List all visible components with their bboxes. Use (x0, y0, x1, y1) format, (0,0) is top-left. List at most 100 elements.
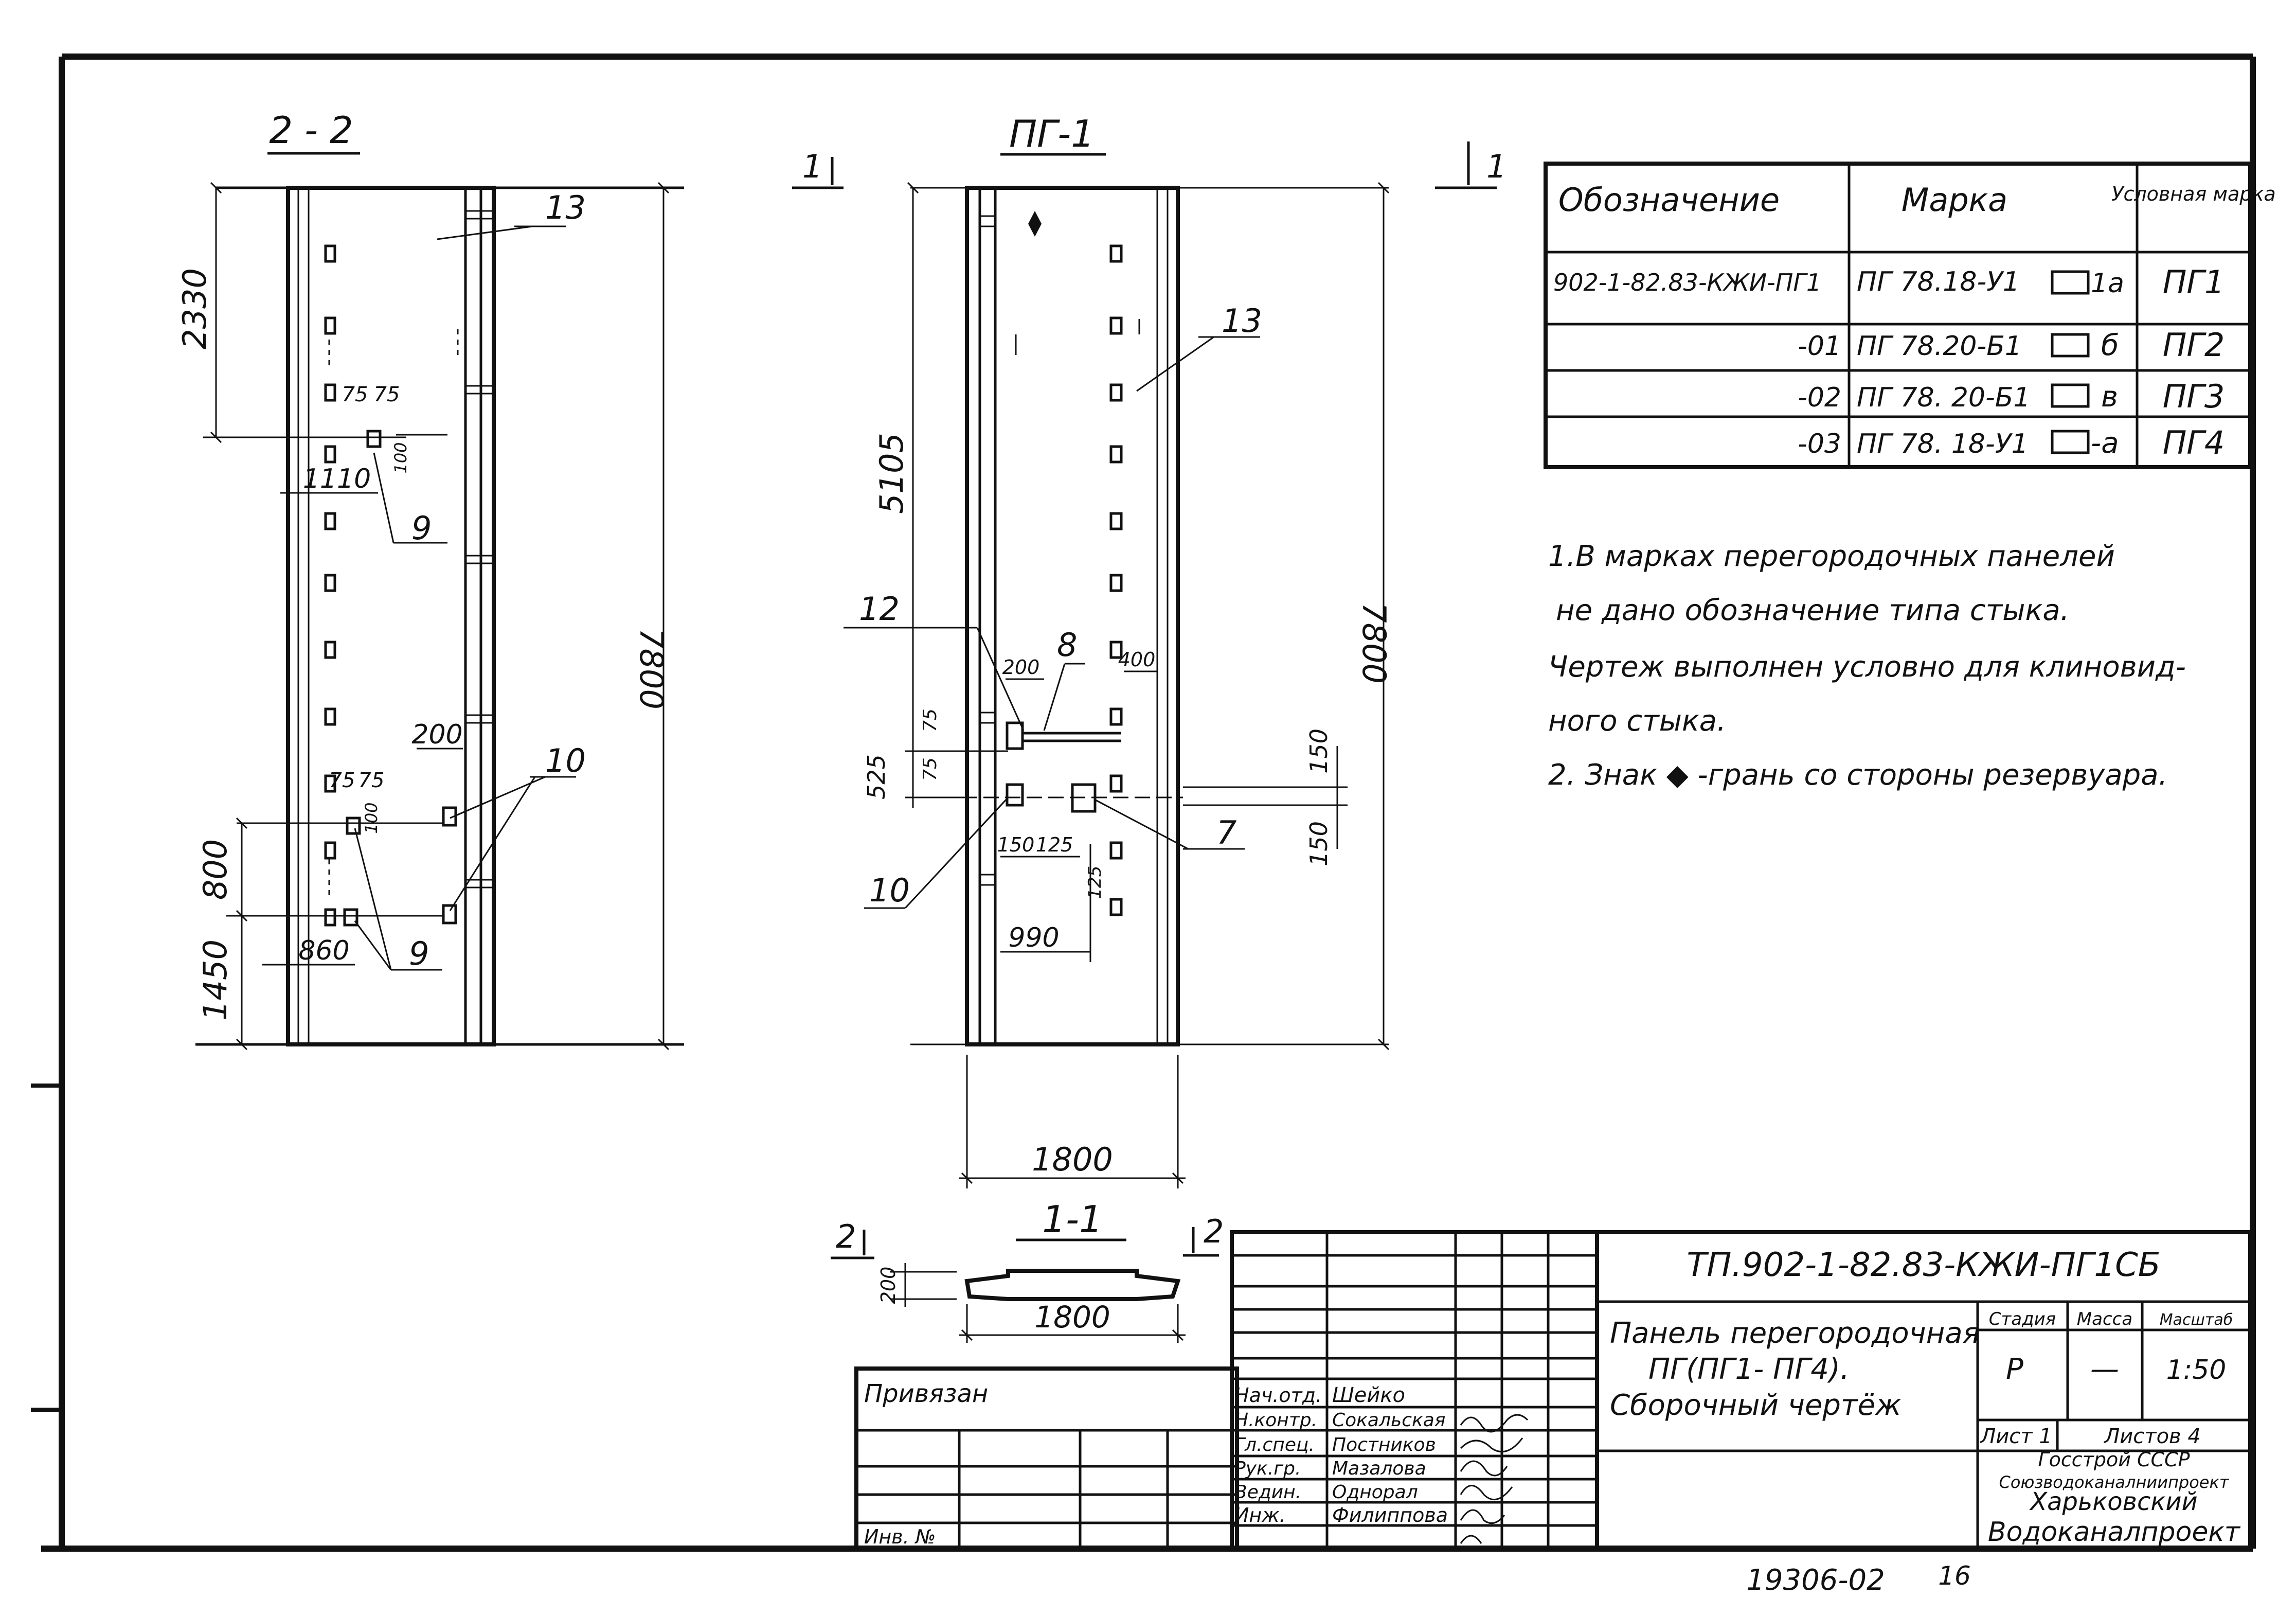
dimension-label: 150 (1305, 821, 1333, 866)
row-4-designation: -03 (1798, 429, 1841, 459)
row-3-cond: ПГ3 (2163, 378, 2225, 415)
row-2-sym: б (2101, 329, 2119, 362)
row-3-mark: ПГ 78. 20-Б1 (1857, 382, 2031, 413)
dimension-label: 1110 (303, 464, 371, 494)
signer-name-2: Сокальская (1332, 1410, 1445, 1431)
name-line-1: Панель перегородочная (1610, 1317, 1980, 1350)
row-3-designation: -02 (1798, 382, 1841, 413)
signer-name-3: Постников (1332, 1434, 1436, 1455)
row-2-cond: ПГ2 (2163, 326, 2225, 364)
inv-label: Инв. № (864, 1525, 936, 1548)
stage-value: Р (2006, 1353, 2023, 1386)
org-line-4: Водоканалпроект (1988, 1517, 2241, 1548)
dimension-label: 75 (358, 769, 385, 792)
row-4-cond: ПГ4 (2163, 424, 2225, 461)
row-2-mark: ПГ 78.20-Б1 (1857, 331, 2022, 362)
signer-role-3: Гл.спец. (1234, 1434, 1315, 1455)
panel-title: ПГ-1 (1009, 112, 1095, 155)
callout-9: 9 (411, 509, 432, 547)
row-1-cond: ПГ1 (2163, 263, 2225, 301)
dimension-label: 125 (1085, 866, 1105, 899)
name-line-3: Сборочный чертёж (1610, 1389, 1901, 1422)
dimension-label: 100 (391, 442, 410, 473)
signatures (1460, 1414, 1529, 1544)
header-mark: Марка (1902, 181, 2007, 219)
reservoir-side-diamond-icon (1028, 211, 1042, 237)
callout-8: 8 (1057, 626, 1077, 664)
sheets-total: Листов 4 (2103, 1425, 2201, 1448)
dimension-label: 1800 (1032, 1141, 1113, 1178)
note-line-1: 1.В марках перегородочных панелей (1548, 540, 2115, 573)
signer-role-1: Нач.отд. (1234, 1384, 1322, 1407)
note-line-2: не дано обозначение типа стыка. (1556, 594, 2069, 627)
bound-label: Привязан (864, 1379, 988, 1408)
code: ТП.902-1-82.83-КЖИ-ПГ1СБ (1687, 1246, 2160, 1284)
dimension-label: 200 (1002, 656, 1040, 679)
dimension-label: 125 (1036, 833, 1073, 856)
callout-13: 13 (545, 189, 586, 226)
stage-label: Стадия (1989, 1309, 2056, 1329)
dimension-label: 5105 (873, 433, 910, 514)
note-line-3: Чертеж выполнен условно для клиновид- (1548, 650, 2186, 684)
header-designation: Обозначение (1558, 181, 1780, 219)
callout-13: 13 (1222, 302, 1262, 340)
section-1-1-view: 1-1 2 2 200 1800 (831, 1198, 1224, 1343)
notes: 1.В марках перегородочных панелей не дан… (1548, 540, 2186, 792)
note-line-5: 2. Знак ◆ -грань со стороны резервуара. (1548, 758, 2167, 792)
dimension-label: 75 (342, 383, 368, 406)
row-3-sym: в (2101, 380, 2118, 414)
signer-name-4: Мазалова (1332, 1458, 1426, 1479)
callout-10: 10 (545, 742, 586, 779)
dimension-label: 75 (920, 708, 941, 732)
dimension-label: 200 (877, 1267, 900, 1304)
dimension-label: 525 (863, 754, 890, 800)
mass-value: — (2090, 1353, 2119, 1386)
row-1-designation: 902-1-82.83-КЖИ-ПГ1 (1553, 269, 1821, 296)
row-4-mark: ПГ 78. 18-У1 (1857, 429, 2029, 459)
sheet-number: 19306-02 (1746, 1564, 1885, 1597)
org-line-2: Союзводоканалниипроект (1999, 1472, 2230, 1492)
callout-12: 12 (859, 590, 900, 628)
title-block: Нач.отд. Шейко Н.контр. Сокальская Гл.сп… (1230, 1230, 2252, 1551)
dimension-label: 800 (196, 839, 234, 900)
signer-role-4: Рук.гр. (1234, 1458, 1301, 1479)
note-line-4: ного стыка. (1548, 704, 1726, 738)
dimension-label: 990 (1008, 922, 1059, 953)
dimension-label: 75 (329, 769, 355, 792)
signer-name-1: Шейко (1332, 1383, 1405, 1407)
dimension-label: 150 (997, 833, 1035, 856)
dimension-label: 2 (836, 1218, 856, 1255)
row-2-designation: -01 (1798, 331, 1841, 362)
signer-role-2: Н.контр. (1234, 1410, 1317, 1431)
panel-pg1-view: ПГ-1 1 1 (792, 112, 1506, 1188)
scale-label: Масштаб (2160, 1311, 2233, 1329)
name-line-2: ПГ(ПГ1- ПГ4). (1648, 1353, 1850, 1386)
dimension-label: 100 (362, 802, 381, 833)
binding-block: Привязан Инв. № (854, 1366, 1239, 1551)
dimension-label: 150 (1305, 729, 1333, 774)
dimension-label: 1 (1486, 148, 1506, 185)
dimension-label: 400 (1118, 648, 1156, 671)
dimension-label: 75 (374, 383, 400, 406)
signer-role-6: Инж. (1234, 1504, 1286, 1526)
dimension-label: 1 (802, 148, 822, 185)
dimension-label: 1450 (196, 939, 234, 1021)
callout-10: 10 (869, 872, 910, 909)
mass-label: Масса (2077, 1309, 2132, 1329)
mark-table: Обозначение Марка Условная марка 902-1-8… (1544, 162, 2276, 469)
sheet-no: Лист 1 (1979, 1425, 2052, 1448)
dimension-label: 2 (1204, 1213, 1224, 1250)
signer-name-5: Однорал (1332, 1482, 1418, 1503)
row-1-sym: 1а (2091, 268, 2124, 299)
page-number: 16 (1938, 1561, 1971, 1591)
dimension-label: 200 (411, 719, 462, 750)
dimension-label: 7800 (633, 628, 670, 709)
dimension-label: 860 (298, 935, 349, 966)
row-1-mark: ПГ 78.18-У1 (1857, 267, 2020, 297)
signer-role-5: Ведин. (1234, 1482, 1301, 1503)
section-2-2-title: 2 - 2 (269, 109, 353, 152)
org-line-1: Госстрой СССР (2038, 1448, 2190, 1471)
signer-name-6: Филиппова (1332, 1504, 1448, 1526)
callout-9b: 9 (409, 935, 429, 972)
